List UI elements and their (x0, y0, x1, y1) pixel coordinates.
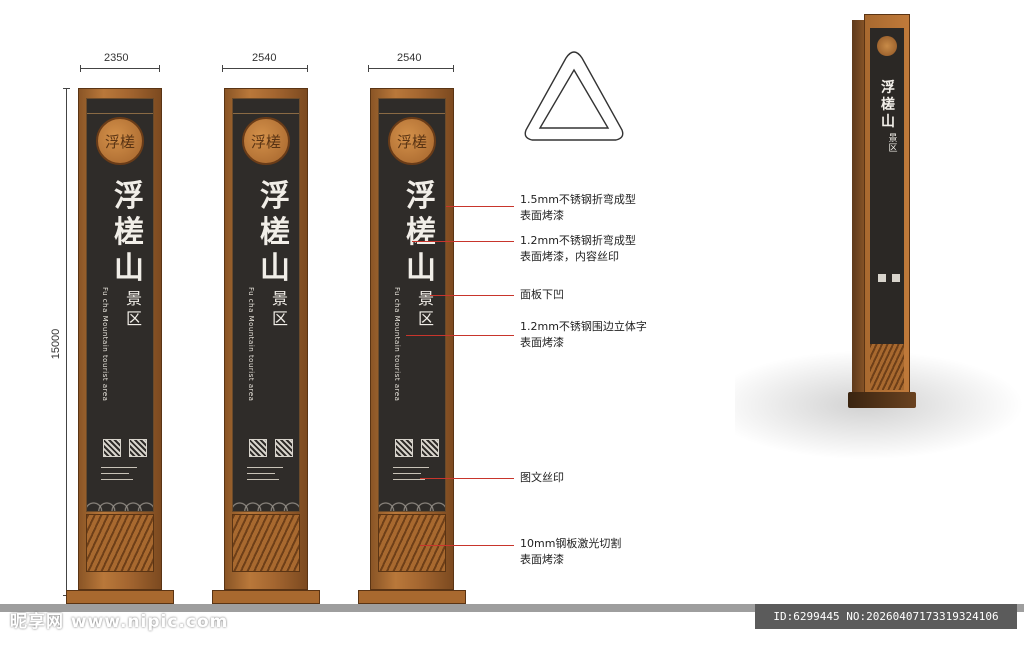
render-qr-icon (878, 274, 886, 282)
mountain-cutout (232, 514, 300, 572)
sign-elevation-2: 浮槎 浮槎山 景区 Fu cha Mountain tourist area (212, 88, 320, 604)
width-dim-tick (159, 65, 160, 72)
wave-pattern (379, 489, 445, 511)
info-line (101, 467, 137, 468)
panel-top-trim (379, 99, 445, 114)
panel-top-trim (87, 99, 153, 114)
render-side-face (852, 20, 866, 398)
annotation-6: 10mm钢板激光切割表面烤漆 (520, 537, 622, 566)
sign-subtitle: 景区 (271, 289, 288, 328)
render-front-panel (870, 28, 904, 344)
annotation-2: 1.2mm不锈钢折弯成型表面烤漆，内容丝印 (520, 234, 636, 263)
sign-subtitle: 景区 (125, 289, 142, 328)
sign-title: 浮槎山 (114, 179, 144, 286)
ground-line (0, 604, 1024, 612)
logo-emblem: 浮槎 (388, 117, 436, 165)
width-dimension-3: 2540 (397, 52, 422, 64)
render-base (848, 392, 916, 408)
info-line (393, 479, 425, 480)
sign-panel: 浮槎 浮槎山 景区 Fu cha Mountain tourist area (232, 98, 300, 512)
width-dim-tick (222, 65, 223, 72)
info-line (101, 479, 133, 480)
width-dim-tick (453, 65, 454, 72)
qr-code-icon (249, 439, 267, 457)
annotation-4: 1.2mm不锈钢围边立体字表面烤漆 (520, 320, 647, 349)
sign-panel: 浮槎 浮槎山 景区 Fu cha Mountain tourist area (86, 98, 154, 512)
sign-english-text: Fu cha Mountain tourist area (247, 287, 255, 402)
sign-base (212, 590, 320, 604)
annotation-1: 1.5mm不锈钢折弯成型表面烤漆 (520, 193, 636, 222)
height-dimension: 15000 (50, 328, 62, 360)
triangle-section-diagram (522, 48, 626, 146)
mountain-cutout (86, 514, 154, 572)
sign-base (66, 590, 174, 604)
info-line (393, 467, 429, 468)
triangle-section-icon (524, 51, 624, 141)
width-dimension-1: 2350 (104, 52, 129, 64)
info-line (247, 473, 275, 474)
watermark: 昵享网 www.nipic.com (10, 612, 229, 632)
render-title: 浮槎山 (881, 80, 895, 130)
qr-code-icon (395, 439, 413, 457)
qr-code-icon (421, 439, 439, 457)
width-dim-tick (368, 65, 369, 72)
info-line (101, 473, 129, 474)
mountain-cutout (378, 514, 446, 572)
width-dim-line-3 (368, 68, 454, 69)
annotation-leader (420, 545, 514, 546)
info-line (247, 467, 283, 468)
render-qr-icon (892, 274, 900, 282)
sign-elevation-3: 浮槎 浮槎山 景区 Fu cha Mountain tourist area (358, 88, 466, 604)
sign-3d-render: 浮槎山 景区 (848, 14, 916, 408)
sign-panel: 浮槎 浮槎山 景区 Fu cha Mountain tourist area (378, 98, 446, 512)
annotation-3: 面板下凹 (520, 288, 564, 301)
annotation-5: 图文丝印 (520, 471, 564, 484)
annotation-leader (406, 335, 514, 336)
sign-subtitle: 景区 (417, 289, 434, 328)
width-dim-line-2 (222, 68, 308, 69)
width-dim-tick (307, 65, 308, 72)
annotation-leader (430, 295, 514, 296)
panel-top-trim (233, 99, 299, 114)
wave-pattern (233, 489, 299, 511)
qr-code-icon (275, 439, 293, 457)
qr-code-icon (129, 439, 147, 457)
wave-pattern (87, 489, 153, 511)
height-dim-line (66, 88, 67, 596)
height-dim-tick (63, 88, 70, 89)
render-mountain-cutout (870, 344, 904, 390)
sign-title: 浮槎山 (406, 179, 436, 286)
sign-base (358, 590, 466, 604)
annotation-leader (412, 241, 514, 242)
annotation-leader (420, 478, 514, 479)
width-dimension-2: 2540 (252, 52, 277, 64)
logo-emblem: 浮槎 (96, 117, 144, 165)
width-dim-line-1 (80, 68, 160, 69)
sign-english-text: Fu cha Mountain tourist area (393, 287, 401, 402)
qr-code-icon (103, 439, 121, 457)
render-subtitle: 景区 (888, 134, 898, 154)
render-logo-emblem (877, 36, 897, 56)
sign-english-text: Fu cha Mountain tourist area (101, 287, 109, 402)
info-line (247, 479, 279, 480)
logo-emblem: 浮槎 (242, 117, 290, 165)
sign-elevation-1: 浮槎 浮槎山 景区 Fu cha Mountain tourist area (66, 88, 174, 604)
annotation-leader (446, 206, 514, 207)
info-line (393, 473, 421, 474)
image-id-label: ID:6299445 NO:20260407173319324106 (755, 604, 1017, 629)
width-dim-tick (80, 65, 81, 72)
sign-title: 浮槎山 (260, 179, 290, 286)
